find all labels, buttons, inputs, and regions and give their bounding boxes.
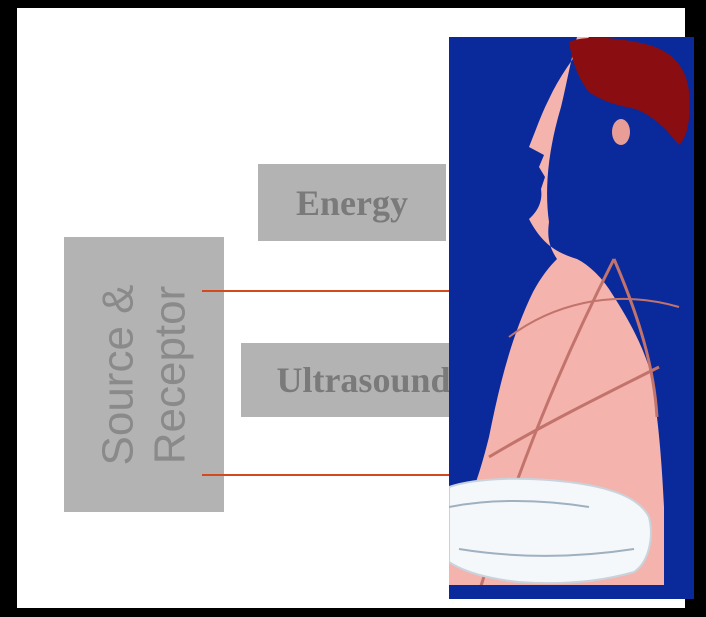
lower-pointer-line [202, 474, 460, 476]
human-figure-illustration [449, 37, 694, 599]
source-label-line1: Source & [92, 284, 144, 465]
ear-icon [612, 119, 630, 145]
illustration-bottom-band [449, 585, 694, 599]
energy-label-box: Energy [258, 164, 446, 241]
source-receptor-label: Source & Receptor [92, 284, 196, 465]
energy-label: Energy [296, 182, 408, 224]
ultrasound-probe-icon [449, 479, 651, 583]
source-receptor-label-box: Source & Receptor [64, 237, 224, 512]
ultrasound-label: Ultrasound [276, 359, 450, 401]
source-label-line2: Receptor [144, 284, 196, 465]
diagram-canvas: Energy Ultrasound Source & Receptor [17, 8, 685, 608]
upper-pointer-line [202, 290, 460, 292]
